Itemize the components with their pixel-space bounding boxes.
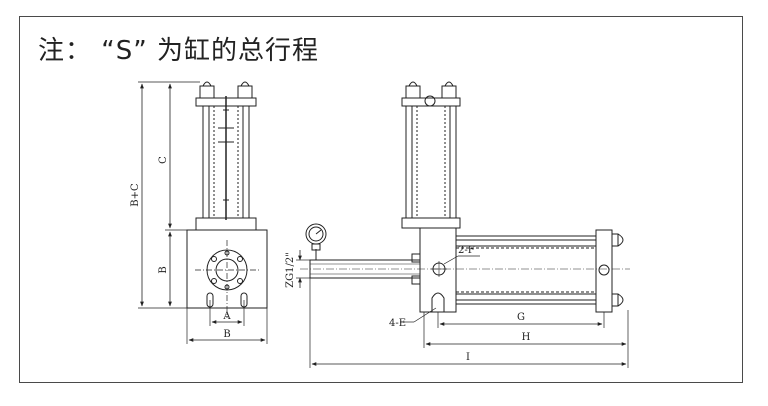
dim-b-vertical-label: B [158, 266, 169, 273]
callout-4e-label: 4-E [389, 318, 406, 329]
drawing-frame [19, 16, 743, 383]
port-size-label: ZG1/2" [285, 252, 296, 288]
dim-g-label: G [517, 312, 525, 323]
dim-i-label: I [466, 352, 470, 363]
front-view [138, 81, 268, 344]
dim-b-horizontal-label: B [223, 329, 230, 340]
dim-a-label: A [222, 311, 231, 322]
dim-h-label: H [522, 332, 531, 343]
side-view [296, 81, 630, 368]
dim-b-plus-c-label: B+C [130, 183, 141, 207]
callout-2f-label: 2-F [458, 245, 475, 256]
stroke-note: 注： “S” 为缸的总行程 [38, 36, 319, 66]
dim-c-label: C [158, 156, 169, 164]
